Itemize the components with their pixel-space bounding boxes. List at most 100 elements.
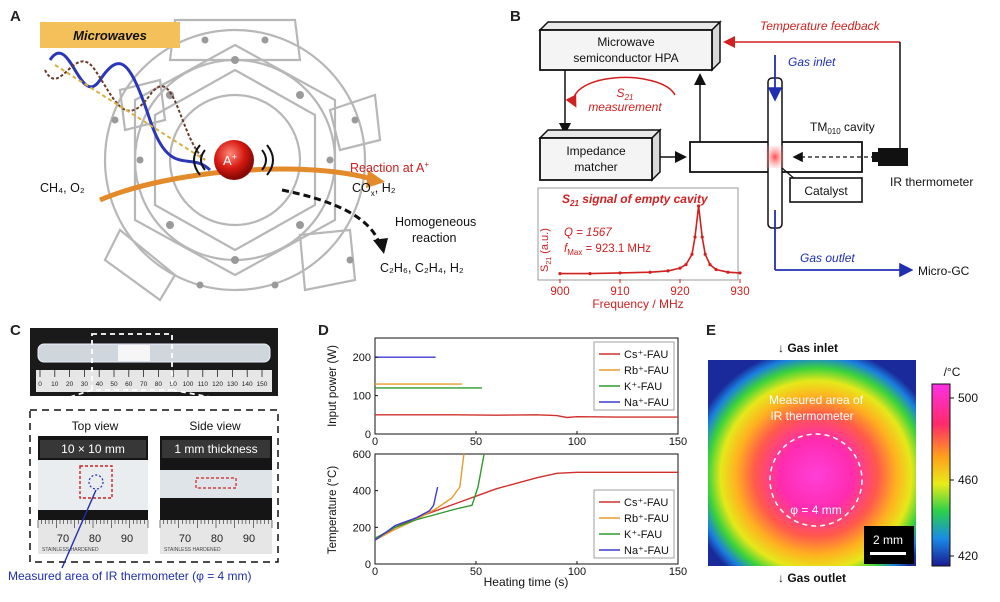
panel-e-label: E	[706, 322, 717, 339]
temp-ylabel: Temperature (°C)	[327, 466, 339, 554]
s21-inset-frame	[537, 187, 739, 281]
measured-area-circle	[769, 433, 863, 527]
side-products-label: C₂H₆, C₂H₄, H₂	[380, 261, 464, 275]
left-ruler-label-2: 90	[121, 533, 133, 545]
s21-plot	[558, 204, 742, 276]
s21-point-12	[708, 263, 712, 267]
catalyst-label: Catalyst	[804, 184, 848, 198]
s21-point-0	[558, 272, 562, 276]
top-ruler-label-0: 0	[38, 381, 42, 388]
power-legend-entry-0: Cs⁺-FAU	[624, 349, 668, 361]
reaction-at-label: Reaction at A+	[350, 160, 429, 175]
s21-point-7	[690, 252, 694, 256]
power-ylabel: Input power (W)	[327, 345, 339, 427]
top-ruler-label-9: 90	[170, 381, 178, 388]
gas-outlet-label: Gas outlet	[800, 251, 855, 265]
cbar-tick-label-0: 500	[958, 391, 978, 405]
power-ytick-label-2: 200	[353, 352, 371, 364]
temp-legend-entry-0: Cs⁺-FAU	[624, 497, 668, 509]
top-ruler-label-8: 80	[155, 381, 163, 388]
power-xtick-label-3: 150	[669, 436, 687, 448]
scale-label: 2 mm	[873, 533, 903, 547]
zeolite-framework	[103, 18, 382, 302]
microwaves-box	[40, 22, 180, 48]
reactants-label: CH₄, O₂	[40, 181, 85, 195]
s21-ylabel: S21 (a.u.)	[539, 228, 553, 272]
s21-point-13	[714, 267, 718, 272]
micro-gc-label: Micro-GC	[918, 264, 970, 278]
s21-xlabel: Frequency / MHz	[592, 297, 683, 311]
temperature-series-line-3	[374, 486, 439, 541]
s21-point-6	[684, 263, 688, 267]
top-ruler-label-4: 40	[96, 381, 104, 388]
power-series	[375, 356, 678, 419]
power-legend-entry-1: Rb⁺-FAU	[624, 365, 669, 377]
temp-xtick-label-1: 50	[470, 566, 482, 578]
microwaves-text: Microwaves	[73, 28, 147, 43]
catalyst-glow	[766, 146, 784, 168]
top-ruler-label-11: 110	[198, 381, 209, 388]
products-label: COx, H₂	[352, 181, 396, 198]
cation-text: A+	[223, 152, 237, 168]
power-legend-entry-2: K⁺-FAU	[624, 381, 662, 393]
scale-bar	[870, 552, 906, 555]
temp-ytick-label-2: 400	[353, 486, 371, 498]
catalyst-box	[789, 177, 863, 203]
ir-thermometer-label: IR thermometer	[890, 175, 973, 189]
power-xtick-label-0: 0	[372, 436, 378, 448]
temperature-series-line-1	[374, 453, 465, 541]
left-ruler-label-1: 80	[89, 533, 101, 545]
temp-ytick-label-0: 0	[365, 559, 371, 571]
colorbar	[931, 383, 951, 567]
zoom-frame	[29, 409, 279, 563]
thickness-label: 1 mm thickness	[174, 442, 257, 456]
s21-point-10	[700, 235, 704, 239]
temperature-series	[374, 453, 678, 541]
top-ruler-label-1: 10	[51, 381, 59, 388]
hpa-box	[539, 29, 713, 71]
e-gas-inlet-label: ↓ Gas inlet	[778, 341, 838, 355]
s21-measurement-label: measurement	[588, 100, 662, 114]
e-gas-outlet-label: ↓ Gas outlet	[778, 571, 846, 585]
gas-inlet-label: Gas inlet	[788, 55, 836, 69]
top-ruler-label-2: 20	[66, 381, 74, 388]
impedance-matcher-box	[539, 137, 653, 181]
size-label: 10 × 10 mm	[61, 442, 125, 456]
s21-point-5	[678, 266, 682, 270]
temp-legend-entry-2: K⁺-FAU	[624, 529, 662, 541]
panel-e-figure: ↓ Gas inlet Measured area of IR thermome…	[708, 341, 978, 585]
panel-a-label: A	[10, 8, 21, 25]
hpa-label-1: Microwave	[597, 35, 655, 49]
top-ruler	[36, 370, 272, 392]
right-ruler-label-0: 70	[179, 533, 191, 545]
temp-feedback-label: Temperature feedback	[760, 19, 881, 33]
s21-xtick-label-1: 910	[610, 286, 629, 298]
top-ruler-label-12: 120	[212, 381, 223, 388]
cbar-unit: /°C	[944, 365, 961, 379]
top-ruler-label-10: 100	[183, 381, 194, 388]
s21-point-11	[703, 252, 707, 256]
power-ytick-label-1: 100	[353, 391, 371, 403]
s21-point-9	[697, 204, 701, 208]
temp-plot-frame	[374, 453, 679, 565]
cbar-tick-label-2: 420	[958, 549, 978, 563]
temp-legend-entry-1: Rb⁺-FAU	[624, 513, 669, 525]
left-ruler-label-0: 70	[57, 533, 69, 545]
e-measured-label-1: Measured area of	[769, 393, 864, 407]
s21-xtick-label-0: 900	[550, 286, 569, 298]
ir-thermometer-icon	[878, 148, 908, 166]
e-measured-label-2: IR thermometer	[770, 409, 853, 423]
microwave-wave-blue	[48, 51, 212, 172]
right-ruler-label-2: 90	[243, 533, 255, 545]
panel-c-label: C	[10, 322, 21, 339]
catalyst-square-outline	[79, 465, 113, 499]
cavity-label: TM010 cavity	[810, 120, 875, 136]
temp-ytick-label-3: 600	[353, 449, 371, 461]
right-ruler-brand: STAINLESS HARDENED	[164, 547, 221, 553]
